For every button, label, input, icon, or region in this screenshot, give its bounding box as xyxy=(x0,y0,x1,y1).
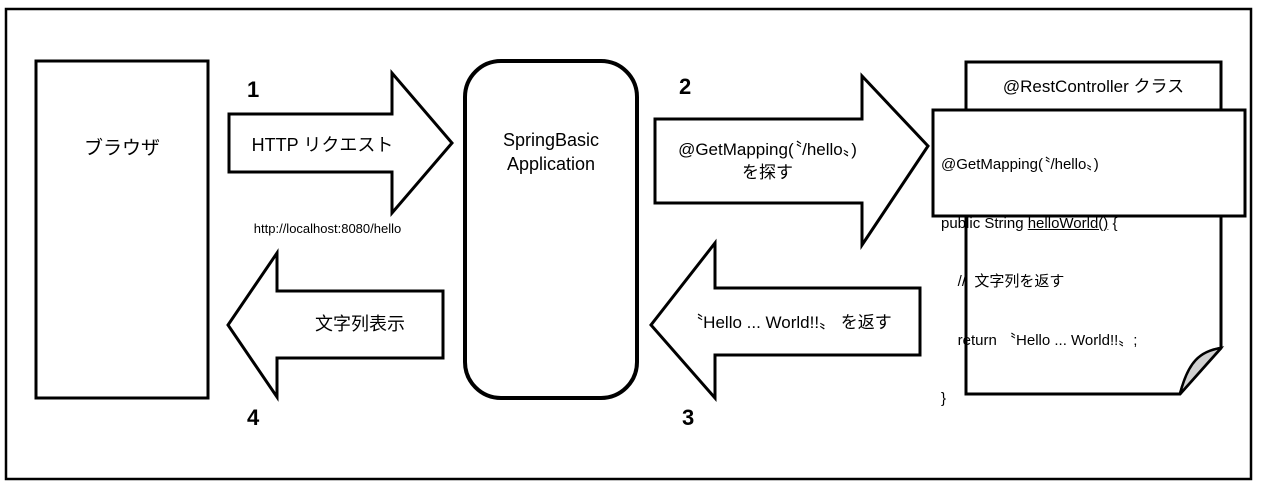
code-line-2-method-name: helloWorld() xyxy=(1027,214,1109,232)
step-1-number: 1 xyxy=(247,77,260,102)
code-box xyxy=(931,108,1247,218)
browser-label: ブラウザ xyxy=(83,138,160,159)
application-label-line1: SpringBasic xyxy=(502,130,600,150)
application-label-line2: Application xyxy=(506,154,596,174)
step-4-label: 文字列表示 xyxy=(315,314,405,334)
controller-code-block: @GetMapping(〝/hello〟) public String hell… xyxy=(941,116,1241,448)
step-3-number: 3 xyxy=(682,405,695,430)
arrow-1-shape xyxy=(227,68,454,218)
code-line-5: } xyxy=(941,390,947,407)
browser-box xyxy=(34,59,210,400)
step-2-label-line2: を探す xyxy=(742,163,793,182)
controller-title: @RestController クラス xyxy=(1002,77,1185,96)
code-line-4: return 〝Hello ... World!!〟; xyxy=(941,331,1138,349)
code-line-2: public String helloWorld() { xyxy=(941,214,1241,234)
code-line-2-suffix: { xyxy=(1108,214,1118,232)
step-2-label-line1: @GetMapping(〝/hello〟) xyxy=(678,140,857,159)
step-1-url-label: http://localhost:8080/hello xyxy=(253,221,402,236)
code-line-3: // 文字列を返す xyxy=(941,273,1065,290)
arrow-2-shape xyxy=(653,72,930,250)
code-line-2-prefix: public String xyxy=(941,214,1028,232)
step-2-number: 2 xyxy=(679,74,692,99)
arrow-3-shape xyxy=(649,238,922,402)
code-line-1: @GetMapping(〝/hello〟) xyxy=(941,156,1099,173)
step-3-label: 〝Hello ... World!!〟 を返す xyxy=(686,313,892,332)
step-1-label: HTTP リクエスト xyxy=(251,135,394,155)
arrow-4-shape xyxy=(226,248,445,402)
step-4-number: 4 xyxy=(247,405,260,430)
document-fold-shading xyxy=(1178,346,1225,395)
application-box xyxy=(463,59,639,400)
